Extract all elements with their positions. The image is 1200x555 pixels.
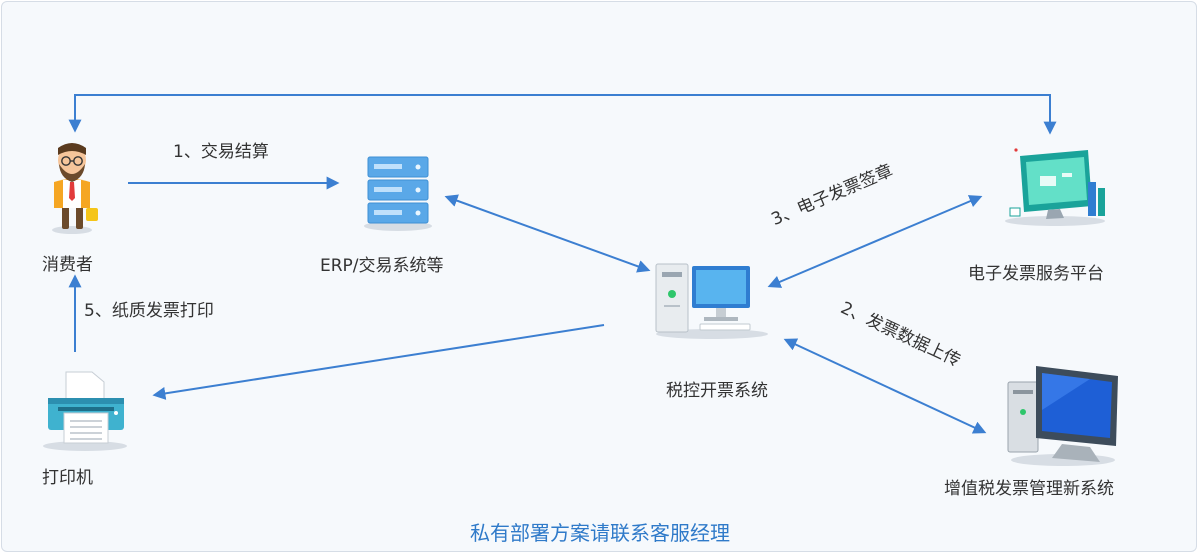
monitor-icon [1005, 148, 1105, 226]
printer-label: 打印机 [42, 468, 93, 488]
arrow-tax-system-to-printer [152, 324, 605, 400]
erp-label: ERP/交易系统等 [320, 256, 444, 276]
arrow-tax-system-to-platform [767, 195, 983, 288]
einvoice-platform-label: 电子发票服务平台 [968, 264, 1104, 284]
top-loop-arrow [68, 94, 1057, 135]
workstation-icon [1007, 366, 1118, 466]
server-icon [364, 156, 432, 231]
desktop-computer-icon [655, 263, 768, 339]
footer-contact-note: 私有部署方案请联系客服经理 [470, 521, 730, 545]
vat-system-label: 增值税发票管理新系统 [944, 479, 1114, 499]
step1-label: 1、交易结算 [173, 142, 269, 162]
consumer-label: 消费者 [42, 255, 93, 275]
tax-system-label: 税控开票系统 [666, 381, 768, 401]
arrow-erp-tax-system [444, 194, 651, 273]
step5-label: 5、纸质发票打印 [84, 301, 214, 321]
consumer-icon [52, 143, 98, 234]
arrow-tax-system-vat-system [783, 338, 987, 434]
printer-icon [43, 371, 127, 451]
